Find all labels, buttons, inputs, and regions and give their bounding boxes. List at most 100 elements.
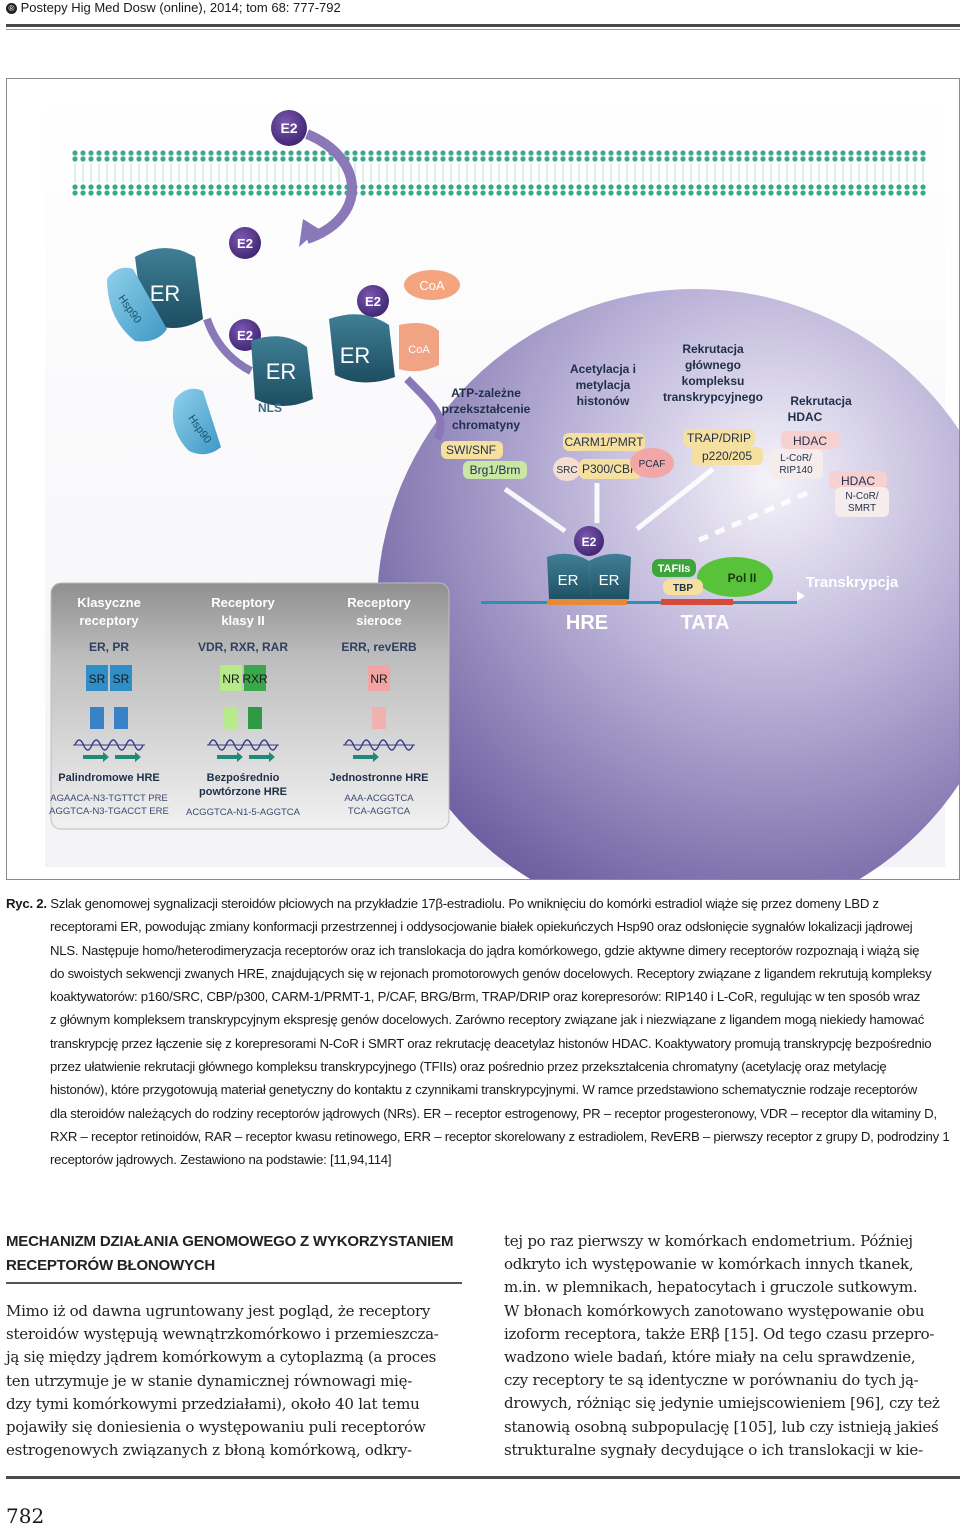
membrane-dot (208, 150, 214, 156)
membrane-dot (760, 184, 766, 190)
panel-col-title: Receptory (347, 595, 411, 610)
membrane-dot (328, 190, 334, 196)
membrane-dot (96, 156, 102, 162)
membrane-dot (128, 184, 134, 190)
membrane-dot (688, 184, 694, 190)
membrane-dot (784, 190, 790, 196)
caption-line: koaktywatorów: p160/SRC, CBP/p300, CARM-… (50, 989, 921, 1005)
membrane-dot (448, 150, 454, 156)
section-rule (6, 1282, 462, 1284)
membrane-dot (576, 150, 582, 156)
membrane-dot (680, 150, 686, 156)
svg-text:ER: ER (340, 343, 371, 368)
membrane-dot (888, 150, 894, 156)
membrane-dot (544, 150, 550, 156)
svg-text:CoA: CoA (419, 278, 445, 293)
svg-text:transkrypcyjnego: transkrypcyjnego (663, 390, 763, 404)
text-line: wadzono wiele badań, które miały na celu… (504, 1348, 916, 1367)
hre-title: Palindromowe HRE (58, 772, 159, 784)
membrane-dot (920, 150, 926, 156)
svg-text:RIP140: RIP140 (779, 465, 813, 476)
membrane-dot (176, 156, 182, 162)
membrane-dot (320, 150, 326, 156)
panel-col-title: receptory (79, 613, 139, 628)
membrane-dot (496, 156, 502, 162)
membrane-dot (648, 184, 654, 190)
section-heading-line-2: receptorów błonowych (6, 1257, 216, 1274)
body-column-right: tej po raz pierwszy w komórkach endometr… (504, 1230, 959, 1462)
membrane-dot (344, 150, 350, 156)
membrane-dot (96, 150, 102, 156)
membrane-dot (120, 150, 126, 156)
text-line: W błonach komórkowych zanotowano występo… (504, 1301, 925, 1320)
membrane-dot (296, 190, 302, 196)
membrane-dot (248, 184, 254, 190)
transcription-complex: Pol II TAFIIs TBP (652, 557, 773, 597)
membrane-dot (784, 156, 790, 162)
membrane-dot (808, 156, 814, 162)
membrane-dot (896, 156, 902, 162)
membrane-dot (400, 150, 406, 156)
membrane-dot (336, 184, 342, 190)
membrane-dot (816, 190, 822, 196)
membrane-dot (120, 190, 126, 196)
membrane-dot (112, 184, 118, 190)
membrane-dot (752, 190, 758, 196)
membrane-dot (688, 150, 694, 156)
membrane-dot (600, 150, 606, 156)
membrane-dot (144, 190, 150, 196)
membrane-dot (672, 150, 678, 156)
hre-arrow (353, 752, 379, 762)
membrane-dot (328, 184, 334, 190)
membrane-dot (904, 190, 910, 196)
caption-line: histonów), które przygotowują materiał g… (50, 1082, 917, 1098)
membrane-dot (128, 150, 134, 156)
membrane-dot (376, 150, 382, 156)
svg-text:SMRT: SMRT (848, 503, 876, 514)
membrane-dot (480, 156, 486, 162)
membrane-dot (136, 150, 142, 156)
membrane-dot (736, 150, 742, 156)
membrane-dot (80, 184, 86, 190)
membrane-dot (840, 190, 846, 196)
membrane-dot (720, 190, 726, 196)
svg-text:ER: ER (150, 281, 181, 306)
membrane-dot (888, 156, 894, 162)
er-coa: ER CoA (329, 314, 439, 383)
membrane-dot (480, 190, 486, 196)
er-hsp90-complex: ER Hsp90 (107, 248, 203, 342)
er-dimer: ER ER (547, 553, 631, 603)
membrane-dot (600, 184, 606, 190)
membrane-dot (616, 184, 622, 190)
membrane-dot (80, 190, 86, 196)
membrane-dot (560, 156, 566, 162)
svg-text:CARM1/PMRT: CARM1/PMRT (564, 435, 644, 449)
membrane-dot (408, 184, 414, 190)
membrane-dot (120, 156, 126, 162)
membrane-dot (568, 190, 574, 196)
cell-membrane (72, 150, 926, 196)
membrane-dot (808, 184, 814, 190)
membrane-dot (888, 190, 894, 196)
membrane-dot (152, 150, 158, 156)
membrane-dot (856, 150, 862, 156)
membrane-dot (408, 150, 414, 156)
membrane-dot (152, 184, 158, 190)
membrane-dot (600, 190, 606, 196)
membrane-dot (752, 150, 758, 156)
membrane-dot (176, 190, 182, 196)
membrane-dot (440, 190, 446, 196)
membrane-dot (592, 184, 598, 190)
membrane-dot (128, 190, 134, 196)
membrane-dot (848, 150, 854, 156)
membrane-dot (400, 184, 406, 190)
membrane-dot (424, 184, 430, 190)
hdac-group: Rekrutacja HDAC HDAC L-CoR/ RIP140 HDAC … (769, 394, 889, 517)
membrane-dot (400, 156, 406, 162)
svg-text:TRAP/DRIP: TRAP/DRIP (687, 431, 751, 445)
caption-line: do swoistych sekwencji zwanych HRE, znaj… (50, 965, 932, 981)
membrane-dot (208, 156, 214, 162)
membrane-dot (288, 156, 294, 162)
membrane-dot (528, 150, 534, 156)
hre-arrow (83, 752, 109, 762)
